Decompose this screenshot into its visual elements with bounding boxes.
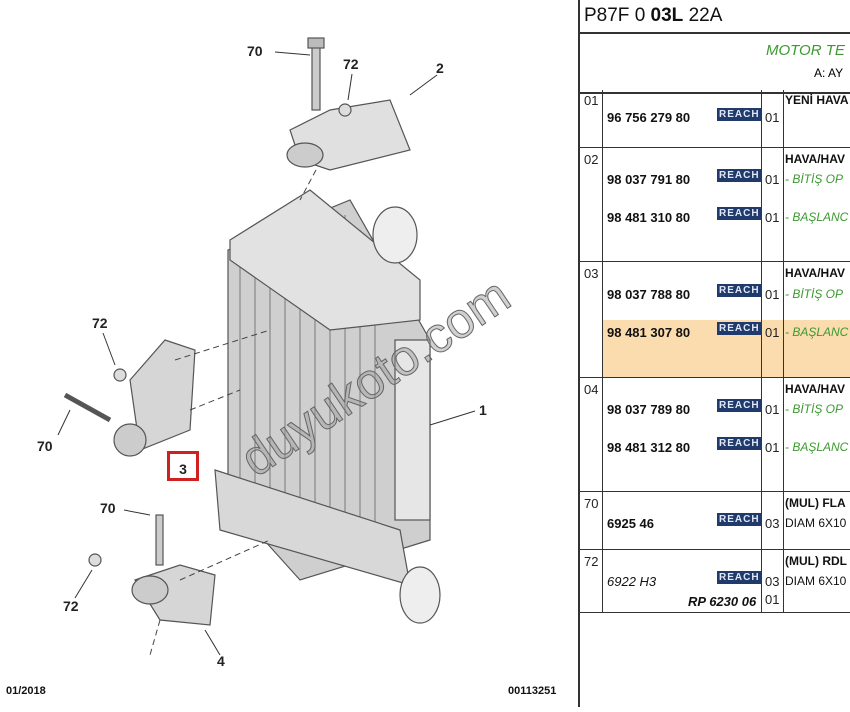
part-number: 98 481 307 80 xyxy=(607,325,691,340)
callout-70: 70 xyxy=(37,438,53,454)
part-number: RP 6230 06 xyxy=(688,594,757,609)
table-cell: (MUL) RDL xyxy=(785,554,847,568)
table-cell: YENİ HAVA xyxy=(785,93,849,107)
table-cell: 01 xyxy=(765,440,780,455)
table-cell: 01 xyxy=(765,325,780,340)
table-cell: - BİTİŞ OP xyxy=(785,287,844,301)
table-cell: HAVA/HAV xyxy=(785,152,845,166)
table-cell: 04 xyxy=(584,382,599,397)
reach-badge: REACH xyxy=(717,322,762,335)
table-cell: 02 xyxy=(584,152,599,167)
table-row[interactable]: 02 HAVA/HAV 98 037 791 80 REACH 01 - BİT… xyxy=(580,148,850,262)
catalog-code: P87F 0 03L 22A xyxy=(584,5,723,26)
table-cell: - BİTİŞ OP xyxy=(785,172,844,186)
section-title: MOTOR TE xyxy=(766,42,845,59)
table-cell: - BAŞLANC xyxy=(785,440,849,454)
reach-badge: REACH xyxy=(717,169,762,182)
table-cell: 70 xyxy=(584,496,599,511)
table-cell: DIAM 6X10 xyxy=(785,574,847,588)
callout-72: 72 xyxy=(92,315,108,331)
section-header: MOTOR TE A: AY xyxy=(580,32,850,94)
intercooler-illustration xyxy=(57,37,476,656)
table-row[interactable]: 72 (MUL) RDL 6922 H3 REACH 03 DIAM 6X10 … xyxy=(580,550,850,613)
part-number: 96 756 279 80 xyxy=(607,110,691,125)
table-cell: 01 xyxy=(765,210,780,225)
table-cell: DIAM 6X10 xyxy=(785,516,847,530)
table-cell: - BAŞLANC xyxy=(785,325,849,339)
table-row[interactable]: 01 YENİ HAVA 96 756 279 80 REACH 01 xyxy=(580,90,850,148)
diagram-date: 01/2018 xyxy=(6,685,46,697)
reach-badge: REACH xyxy=(717,284,762,297)
table-row[interactable]: 03 HAVA/HAV 98 037 788 80 REACH 01 - BİT… xyxy=(580,262,850,378)
table-cell: 01 xyxy=(765,172,780,187)
table-cell: 03 xyxy=(765,516,780,531)
table-cell: - BAŞLANC xyxy=(785,210,849,224)
table-cell: P87F 0 xyxy=(584,5,651,26)
reach-badge: REACH xyxy=(717,207,762,220)
table-row[interactable]: 04 HAVA/HAV 98 037 789 80 REACH 01 - BİT… xyxy=(580,378,850,492)
exploded-diagram: 70 72 2 72 70 3 1 70 72 4 01/2018 001132… xyxy=(6,37,557,697)
table-cell: 01 xyxy=(584,93,599,108)
part-number: 98 037 789 80 xyxy=(607,402,691,417)
reach-badge: REACH xyxy=(717,437,762,450)
part-number: 6922 H3 xyxy=(607,574,657,589)
callout-1: 1 xyxy=(479,402,487,418)
reach-badge: REACH xyxy=(717,399,762,412)
table-cell: 01 xyxy=(765,592,780,607)
table-cell: 01 xyxy=(765,110,780,125)
table-cell: - BİTİŞ OP xyxy=(785,402,844,416)
table-cell: (MUL) FLA xyxy=(785,496,846,510)
callout-2: 2 xyxy=(436,60,444,76)
reach-badge: REACH xyxy=(717,513,762,526)
table-cell: 22A xyxy=(683,5,723,26)
table-row[interactable]: 70 (MUL) FLA 6925 46 REACH 03 DIAM 6X10 xyxy=(580,492,850,550)
reach-badge: REACH xyxy=(717,108,762,121)
subsection-title: A: AY xyxy=(814,66,844,80)
reach-badge: REACH xyxy=(717,571,762,584)
part-number: 98 037 788 80 xyxy=(607,287,691,302)
table-cell: HAVA/HAV xyxy=(785,382,845,396)
callout-72: 72 xyxy=(343,56,359,72)
part-number: 98 481 312 80 xyxy=(607,440,691,455)
table-cell: HAVA/HAV xyxy=(785,266,845,280)
callout-70: 70 xyxy=(100,500,116,516)
part-number: 6925 46 xyxy=(607,516,654,531)
part-number: 98 037 791 80 xyxy=(607,172,691,187)
callout-72: 72 xyxy=(63,598,79,614)
table-cell: 72 xyxy=(584,554,599,569)
diagram-ref: 00113251 xyxy=(508,685,557,697)
table-cell: 03 xyxy=(584,266,599,281)
table-cell: 03 xyxy=(765,574,780,589)
table-cell: 01 xyxy=(765,287,780,302)
parts-table: P87F 0 03L 22A MOTOR TE A: AY 01 YENİ HA… xyxy=(578,0,850,707)
callout-4: 4 xyxy=(217,653,225,669)
part-number: 98 481 310 80 xyxy=(607,210,691,225)
table-cell: 01 xyxy=(765,402,780,417)
callout-3-highlighted[interactable]: 3 xyxy=(167,451,199,481)
callout-70: 70 xyxy=(247,43,263,59)
